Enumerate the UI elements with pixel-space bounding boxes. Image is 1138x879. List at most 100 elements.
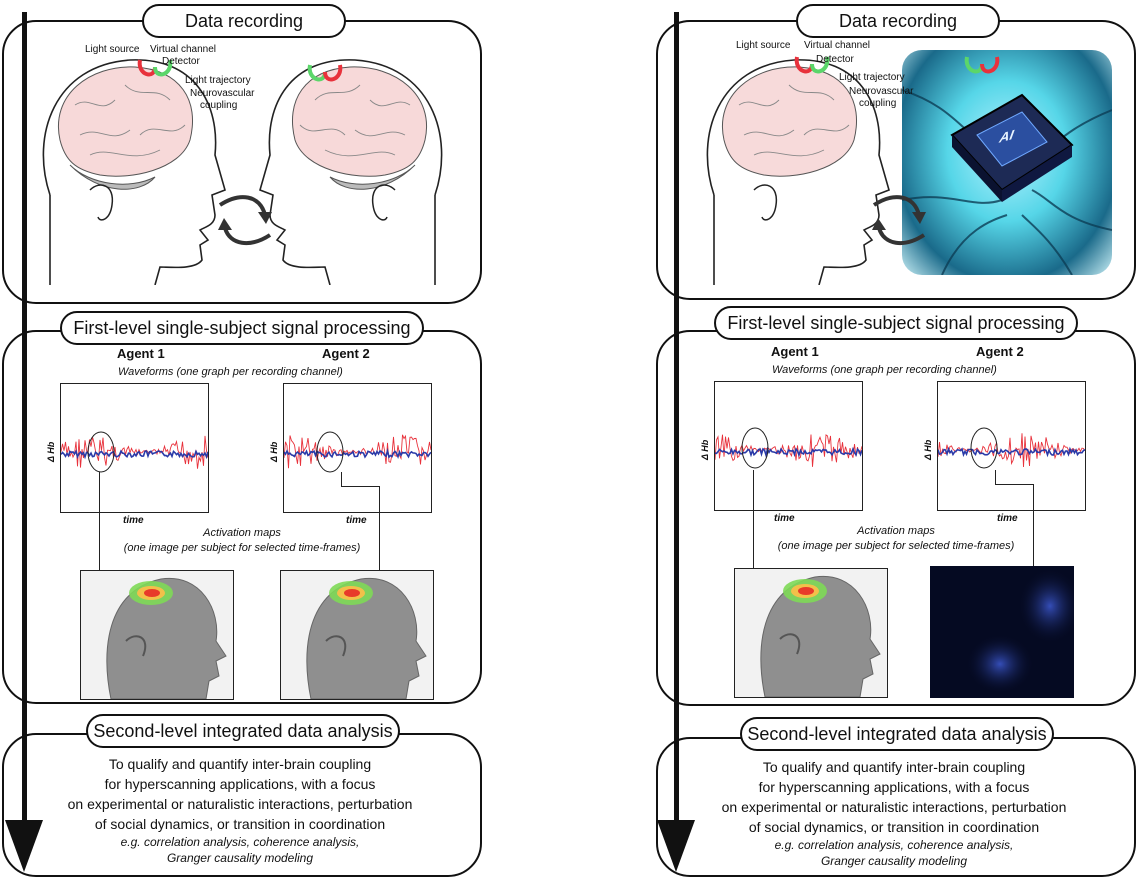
connector-line — [753, 470, 754, 568]
analysis-description: To qualify and quantify inter-brain coup… — [664, 757, 1124, 869]
analysis-line: on experimental or naturalistic interact… — [67, 796, 413, 812]
activation-map-agent-1 — [734, 568, 888, 698]
waveform-graph-agent-2 — [937, 381, 1086, 511]
connector-line — [995, 470, 996, 484]
connector-line — [379, 486, 380, 570]
waveform-highlight-agent-1 — [741, 427, 769, 469]
optode-right-head — [307, 64, 343, 82]
label-detector: Detector — [816, 54, 854, 65]
activation-maps-caption: Activation maps — [857, 525, 935, 537]
process-arrow-head — [657, 820, 695, 872]
analysis-line: for hyperscanning applications, with a f… — [104, 776, 376, 792]
optode-ai — [964, 56, 1000, 74]
analysis-line: of social dynamics, or transition in coo… — [94, 816, 386, 832]
optode-human-head — [794, 56, 830, 74]
integrated-analysis-title: Second-level integrated data analysis — [740, 717, 1054, 751]
waveform-highlight-agent-2 — [316, 431, 344, 473]
analysis-examples: e.g. correlation analysis, coherence ana… — [120, 835, 360, 849]
label-light-source: Light source — [736, 40, 791, 51]
integrated-analysis-title: Second-level integrated data analysis — [86, 714, 400, 748]
activation-maps-subcaption: (one image per subject for selected time… — [777, 540, 1015, 552]
analysis-line: To qualify and quantify inter-brain coup… — [108, 756, 372, 772]
connector-line — [341, 472, 342, 486]
waveforms-caption: Waveforms (one graph per recording chann… — [118, 366, 343, 378]
connector-line — [1033, 484, 1034, 568]
signal-processing-title: First-level single-subject signal proces… — [60, 311, 424, 345]
human-head-illustration — [706, 59, 890, 285]
data-recording-title: Data recording — [142, 4, 346, 38]
label-light-source: Light source — [85, 44, 140, 55]
label-detector: Detector — [162, 56, 200, 67]
head-agent-2-illustration — [259, 59, 443, 285]
waveform-graph-agent-1 — [714, 381, 863, 511]
agent-2-label: Agent 2 — [976, 344, 1024, 359]
chip — [950, 93, 1074, 202]
y-axis-label-agent-2: Δ Hb — [269, 441, 279, 462]
waveform-graph-agent-1 — [60, 383, 209, 513]
agent-1-label: Agent 1 — [117, 346, 165, 361]
activation-map-agent-1 — [80, 570, 234, 700]
waveform-highlight-agent-2 — [970, 427, 998, 469]
x-axis-label-agent-2: time — [997, 513, 1018, 524]
activation-map-ai — [930, 566, 1074, 698]
optode-left-head — [137, 59, 173, 77]
x-axis-label-agent-1: time — [123, 515, 144, 526]
head-scan-illustration — [760, 575, 881, 697]
head-agent-1-illustration — [42, 59, 226, 285]
agent-1-label: Agent 1 — [771, 344, 819, 359]
y-axis-label-agent-1: Δ Hb — [700, 439, 710, 460]
data-recording-title: Data recording — [796, 4, 1000, 38]
waveform-red-trace — [284, 434, 431, 469]
y-axis-label-agent-2: Δ Hb — [923, 439, 933, 460]
waveform-blue-trace — [938, 446, 1085, 458]
panel-human-ai: Data recording AI Light source Virtu — [654, 0, 1138, 879]
interaction-arrows — [872, 195, 926, 245]
process-arrow — [22, 12, 27, 827]
waveform-signal-agent-2 — [938, 433, 1085, 468]
waveform-signal-agent-1 — [715, 434, 862, 467]
label-light-trajectory: Light trajectory — [185, 75, 251, 86]
waveform-blue-trace — [61, 449, 208, 460]
analysis-line: for hyperscanning applications, with a f… — [758, 779, 1030, 795]
head-scan-illustration — [106, 577, 227, 699]
analysis-line: of social dynamics, or transition in coo… — [748, 819, 1040, 835]
waveform-graph-agent-2 — [283, 383, 432, 513]
analysis-description: To qualify and quantify inter-brain coup… — [10, 754, 470, 866]
waveform-signal-agent-2 — [284, 434, 431, 469]
connector-line — [995, 484, 1033, 485]
connector-line — [99, 472, 100, 570]
waveform-signal-agent-1 — [61, 435, 208, 469]
activation-map-agent-2 — [280, 570, 434, 700]
process-arrow — [674, 12, 679, 827]
x-axis-label-agent-1: time — [774, 513, 795, 524]
label-coupling: coupling — [200, 100, 238, 111]
y-axis-label-agent-1: Δ Hb — [46, 441, 56, 462]
label-virtual-channel: Virtual channel — [804, 40, 870, 51]
connector-line — [341, 486, 379, 487]
x-axis-label-agent-2: time — [346, 515, 367, 526]
integrated-analysis-box — [2, 733, 482, 877]
activation-maps-caption: Activation maps — [203, 527, 281, 539]
panel-human-human: Data recording Light source Vir — [0, 0, 484, 879]
ai-chip-illustration: AI — [902, 50, 1112, 275]
label-coupling: coupling — [859, 98, 897, 109]
analysis-line: To qualify and quantify inter-brain coup… — [762, 759, 1026, 775]
dark-activation-blobs — [966, 568, 1074, 694]
analysis-examples: Granger causality modeling — [166, 851, 314, 865]
signal-processing-title: First-level single-subject signal proces… — [714, 306, 1078, 340]
waveform-blue-trace — [715, 446, 862, 458]
waveform-blue-trace — [284, 447, 431, 460]
label-virtual-channel: Virtual channel — [150, 44, 216, 55]
analysis-examples: Granger causality modeling — [820, 854, 968, 868]
label-light-trajectory: Light trajectory — [839, 72, 905, 83]
interaction-arrows — [218, 195, 272, 245]
analysis-examples: e.g. correlation analysis, coherence ana… — [774, 838, 1014, 852]
label-neurovascular: Neurovascular — [190, 88, 255, 99]
process-arrow-head — [5, 820, 43, 872]
waveform-highlight-agent-1 — [87, 431, 115, 473]
agent-2-label: Agent 2 — [322, 346, 370, 361]
waveforms-caption: Waveforms (one graph per recording chann… — [772, 364, 997, 376]
head-scan-illustration — [306, 577, 427, 699]
analysis-line: on experimental or naturalistic interact… — [721, 799, 1067, 815]
activation-maps-subcaption: (one image per subject for selected time… — [123, 542, 361, 554]
